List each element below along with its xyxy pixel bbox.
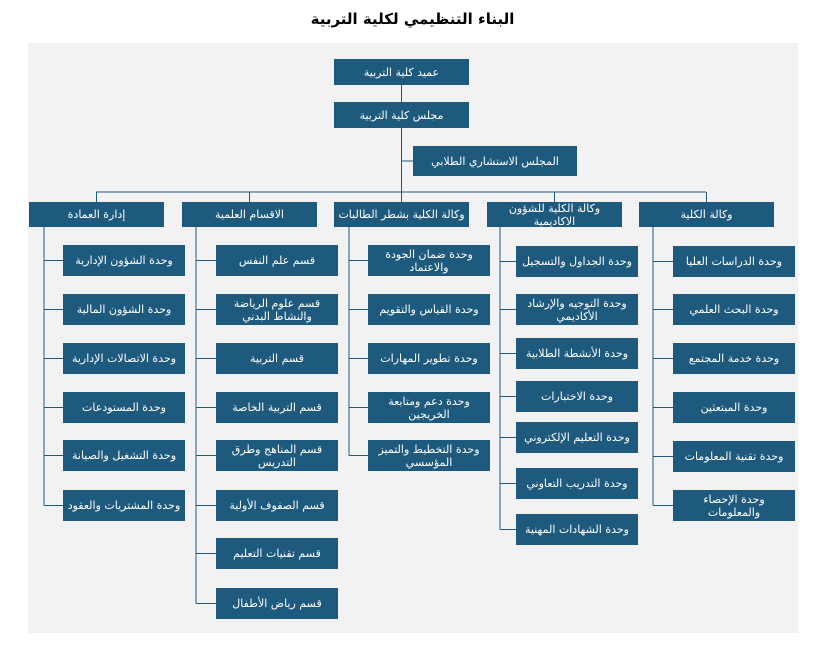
unit-box: قسم رياض الأطفال: [216, 588, 338, 619]
unit-box: وحدة خدمة المجتمع: [673, 343, 795, 374]
branch-header: وكالة الكلية للشؤون الاكاديمية: [487, 202, 622, 227]
unit-box: وحدة ضمان الجودة والاعتماد: [368, 245, 490, 276]
unit-box: وحدة الاختبارات: [516, 381, 638, 412]
unit-box: وحدة الشهادات المهنية: [516, 514, 638, 545]
student-council-box: المجلس الاستشاري الطلابي: [413, 146, 577, 176]
unit-box: وحدة الاتصالات الإدارية: [63, 343, 185, 374]
unit-box: وحدة دعم ومتابعة الخريجين: [368, 392, 490, 423]
council-box: مجلس كلية التربية: [334, 102, 469, 128]
branch-header: وكالة الكلية بشطر الطالبات: [334, 202, 469, 227]
unit-box: قسم التربية: [216, 343, 338, 374]
unit-box: وحدة التوجيه والإرشاد الأكاديمي: [516, 294, 638, 325]
unit-box: وحدة الشؤون المالية: [63, 294, 185, 325]
unit-box: وحدة البحث العلمي: [673, 294, 795, 325]
unit-box: وحدة القياس والتقويم: [368, 294, 490, 325]
org-chart-canvas: [28, 43, 798, 633]
unit-box: وحدة التشغيل والصيانة: [63, 440, 185, 471]
chart-title: البناء التنظيمي لكلية التربية: [310, 10, 515, 28]
unit-box: وحدة الإحصاء والمعلومات: [673, 490, 795, 521]
unit-box: وحدة المشتريات والعقود: [63, 490, 185, 521]
unit-box: قسم علوم الرياضة والنشاط البدني: [216, 294, 338, 325]
unit-box: وحدة الأنشطة الطلابية: [516, 338, 638, 369]
unit-box: قسم التربية الخاصة: [216, 392, 338, 423]
branch-header: الاقسام العلمية: [182, 202, 317, 227]
unit-box: وحدة الدراسات العليا: [673, 246, 795, 277]
unit-box: وحدة المبتعثين: [673, 392, 795, 423]
unit-box: وحدة الشؤون الإدارية: [63, 245, 185, 276]
unit-box: قسم علم النفس: [216, 245, 338, 276]
dean-box: عميد كلية التربية: [334, 59, 469, 85]
unit-box: قسم تقنيات التعليم: [216, 538, 338, 569]
unit-box: وحدة التخطيط والتميز المؤسسي: [368, 440, 490, 471]
unit-box: وحدة المستودعات: [63, 392, 185, 423]
unit-box: قسم المناهج وطرق التدريس: [216, 440, 338, 471]
unit-box: وحدة التدريب التعاوني: [516, 468, 638, 499]
unit-box: وحدة تطوير المهارات: [368, 343, 490, 374]
unit-box: وحدة الجداول والتسجيل: [516, 246, 638, 277]
branch-header: إدارة العمادة: [29, 202, 164, 227]
unit-box: وحدة تقنية المعلومات: [673, 441, 795, 472]
branch-header: وكالة الكلية: [639, 202, 774, 227]
unit-box: قسم الصفوف الأولية: [216, 490, 338, 521]
unit-box: وحدة التعليم الإلكتروني: [516, 422, 638, 453]
